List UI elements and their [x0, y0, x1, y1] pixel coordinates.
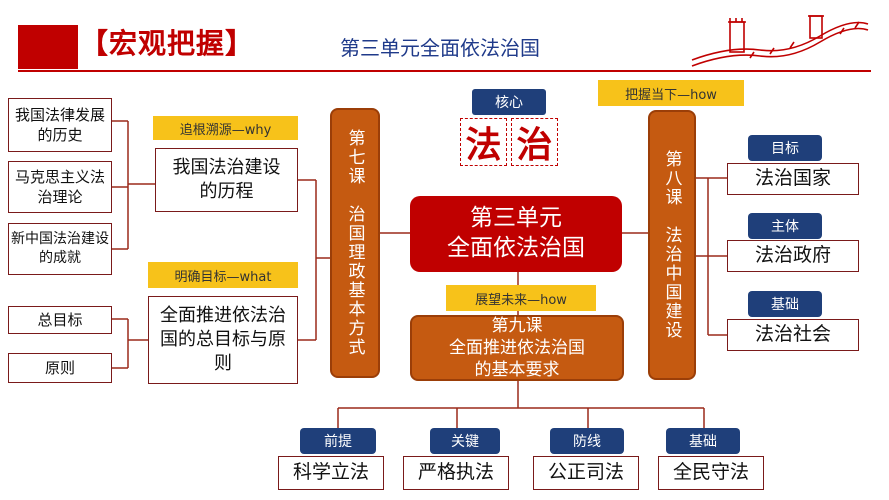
- lesson7-label: 第七课 治国理政基本方式: [344, 129, 365, 357]
- center-unit-box: 第三单元 全面依法治国: [410, 196, 622, 272]
- item-scientific-legislation: 科学立法: [278, 456, 384, 490]
- item-rule-of-law-society: 法治社会: [727, 319, 859, 351]
- center-line1: 第三单元: [470, 205, 562, 232]
- header-divider: [18, 70, 871, 72]
- tag-why: 追根溯源—why: [153, 116, 298, 140]
- tag-what: 明确目标—what: [148, 262, 298, 288]
- lesson8-label: 第八课 法治中国建设: [661, 150, 682, 340]
- page-subtitle: 第三单元全面依法治国: [340, 36, 540, 60]
- goal-item-principles: 原则: [8, 353, 112, 383]
- item-strict-enforcement: 严格执法: [403, 456, 509, 490]
- item-rule-of-law-government: 法治政府: [727, 240, 859, 272]
- tag-key: 关键: [430, 428, 500, 454]
- tag-future: 展望未来—how: [446, 285, 596, 311]
- center-line2: 全面依法治国: [447, 235, 585, 261]
- item-rule-of-law-country: 法治国家: [727, 163, 859, 195]
- lesson7-box: 第七课 治国理政基本方式: [330, 108, 380, 378]
- tag-defense: 防线: [550, 428, 624, 454]
- tag-present: 把握当下—how: [598, 80, 744, 106]
- core-characters: 法 治: [460, 118, 558, 166]
- header-accent-block: [18, 25, 78, 69]
- goal-box: 全面推进依法治国的总目标与原则: [148, 296, 298, 384]
- core-char-fa: 法: [460, 118, 507, 166]
- tag-foundation-right: 基础: [748, 291, 822, 317]
- tag-subject: 主体: [748, 213, 822, 239]
- history-item-new-china-achievements: 新中国法治建设的成就: [8, 223, 112, 275]
- item-law-abiding-all: 全民守法: [658, 456, 764, 490]
- history-item-law-development: 我国法律发展的历史: [8, 98, 112, 152]
- tag-foundation-bottom: 基础: [666, 428, 740, 454]
- history-box: 我国法治建设的历程: [155, 148, 298, 212]
- lesson9-line3: 的基本要求: [474, 360, 560, 381]
- lesson8-box: 第八课 法治中国建设: [648, 110, 696, 380]
- page-title: 【宏观把握】: [80, 27, 255, 60]
- item-fair-justice: 公正司法: [533, 456, 639, 490]
- tag-core: 核心: [472, 89, 546, 115]
- tag-premise: 前提: [300, 428, 376, 454]
- tag-goal: 目标: [748, 135, 822, 161]
- core-char-zhi: 治: [511, 118, 558, 166]
- lesson9-line1: 第九课: [491, 315, 543, 336]
- history-item-marxist-theory: 马克思主义法治理论: [8, 161, 112, 213]
- lesson9-box: 第九课 全面推进依法治国 的基本要求: [410, 315, 624, 381]
- lesson9-line2: 全面推进依法治国: [449, 337, 585, 358]
- goal-item-overall-goal: 总目标: [8, 306, 112, 334]
- great-wall-icon: [691, 15, 869, 67]
